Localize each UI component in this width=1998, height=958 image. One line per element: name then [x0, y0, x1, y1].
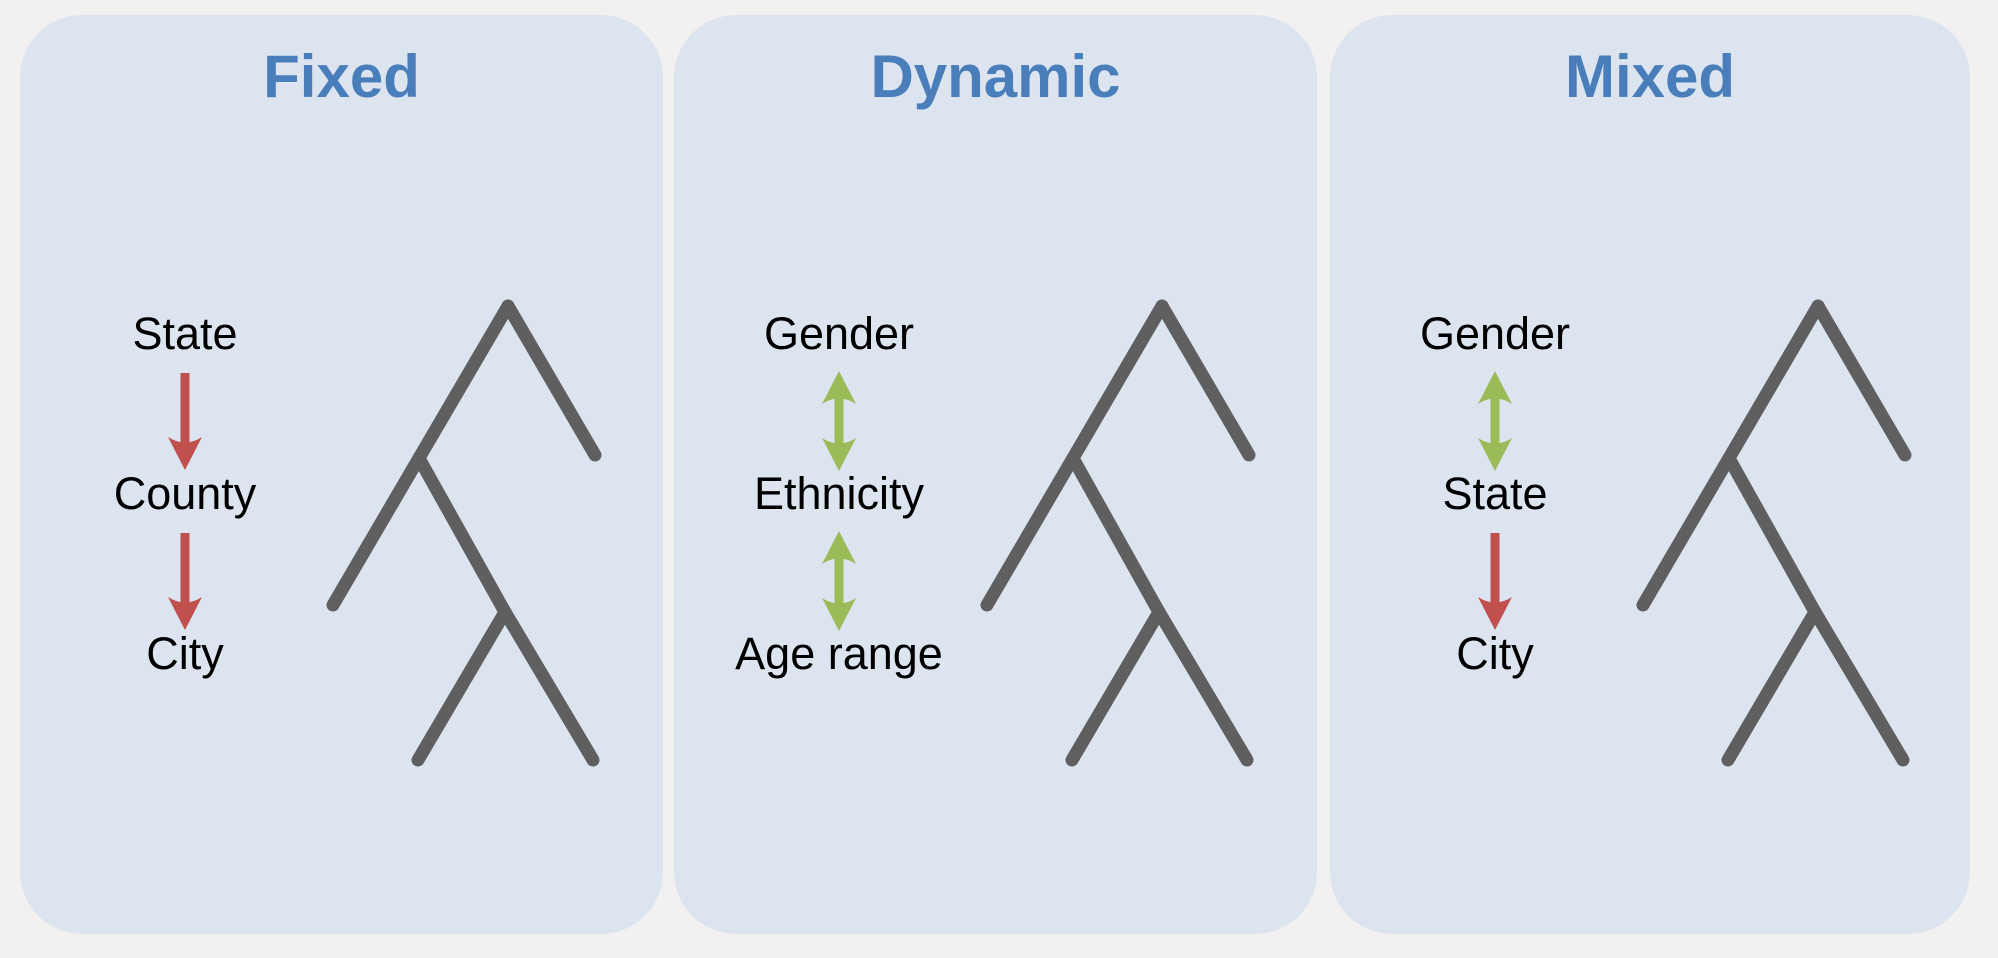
hierarchy-tree-fixed	[215, 223, 635, 793]
connector-0	[1360, 366, 1630, 476]
hierarchy-tree-icon	[1636, 299, 1912, 767]
hierarchy-chain-dynamic: Gender Ethnicity Age range	[704, 311, 974, 731]
arrow-up-down-icon	[822, 531, 856, 631]
level-label-2: City	[146, 628, 224, 679]
arrow-down-icon	[168, 373, 202, 470]
connector-1	[704, 526, 974, 636]
panel-title-dynamic: Dynamic	[870, 43, 1121, 110]
level-label-2: City	[1456, 628, 1534, 679]
level-label-0: Gender	[1419, 308, 1571, 359]
arrow-up-down-icon	[1478, 371, 1512, 471]
panel-fixed: Fixed State County City	[20, 15, 663, 934]
hierarchy-chain-fixed: State County City	[50, 311, 320, 731]
level-label-0: Gender	[763, 308, 915, 359]
arrow-down-icon	[168, 533, 202, 630]
connector-0	[50, 366, 320, 476]
level-label-1: County	[113, 468, 257, 519]
level-label-1: State	[1442, 468, 1548, 519]
hierarchy-tree-dynamic	[869, 223, 1289, 793]
connector-0	[704, 366, 974, 476]
connector-1	[50, 526, 320, 636]
panel-title-mixed: Mixed	[1564, 43, 1736, 110]
level-label-2: Age range	[735, 628, 943, 679]
hierarchy-tree-icon	[980, 299, 1256, 767]
connector-1	[1360, 526, 1630, 636]
arrow-down-icon	[1478, 533, 1512, 630]
hierarchy-tree-icon	[326, 299, 602, 767]
panel-dynamic: Dynamic Gender Ethnicity Age range	[674, 15, 1317, 934]
panel-title-fixed: Fixed	[263, 43, 420, 110]
panel-mixed: Mixed Gender State City	[1330, 15, 1970, 934]
level-label-0: State	[132, 308, 238, 359]
hierarchy-chain-mixed: Gender State City	[1360, 311, 1630, 731]
level-label-1: Ethnicity	[753, 468, 925, 519]
hierarchy-tree-mixed	[1525, 223, 1945, 793]
arrow-up-down-icon	[822, 371, 856, 471]
